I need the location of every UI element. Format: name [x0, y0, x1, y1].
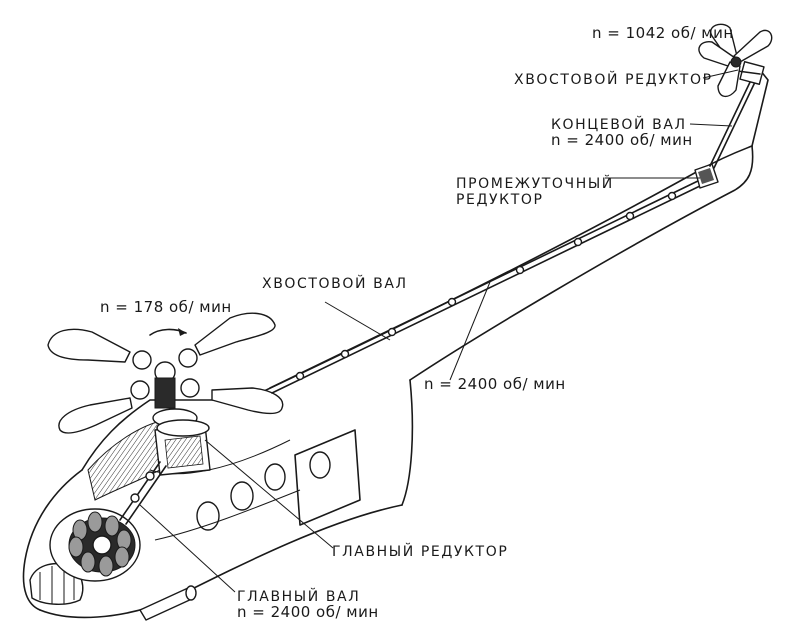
- tail-gearbox: [729, 61, 765, 85]
- fuselage: [22, 145, 754, 621]
- main-shaft-label: ГЛАВНЫЙ ВАЛ: [237, 587, 360, 605]
- labels: n = 1042 об/ мин ХВОСТОВОЙ РЕДУКТОР КОНЦ…: [100, 24, 734, 621]
- shaft-couplings: [295, 191, 677, 381]
- tail-gearbox-label: ХВОСТОВОЙ РЕДУКТОР: [514, 70, 713, 88]
- tail-shaft-label: ХВОСТОВОЙ ВАЛ: [262, 274, 408, 292]
- main-shaft-speed-label: n = 2400 об/ мин: [237, 603, 379, 621]
- main-rotor: [47, 312, 284, 434]
- main-gearbox-label: ГЛАВНЫЙ РЕДУКТОР: [332, 542, 508, 560]
- engine-cylinders: [68, 511, 132, 577]
- end-shaft-label: КОНЦЕВОЙ ВАЛ: [551, 115, 687, 133]
- intermediate-gearbox-label-2: РЕДУКТОР: [456, 192, 544, 208]
- intermediate-gearbox: [694, 163, 719, 189]
- intermediate-gearbox-label-1: ПРОМЕЖУТОЧНЫЙ: [456, 174, 614, 192]
- tail-rotor-speed-label: n = 1042 об/ мин: [592, 24, 734, 42]
- end-shaft-speed-label: n = 2400 об/ мин: [551, 131, 693, 149]
- main-gearbox: [119, 419, 211, 525]
- leader-lines: [139, 69, 739, 593]
- tail-shaft-speed-label: n = 2400 об/ мин: [424, 375, 566, 393]
- main-rotor-speed-label: n = 178 об/ мин: [100, 298, 232, 316]
